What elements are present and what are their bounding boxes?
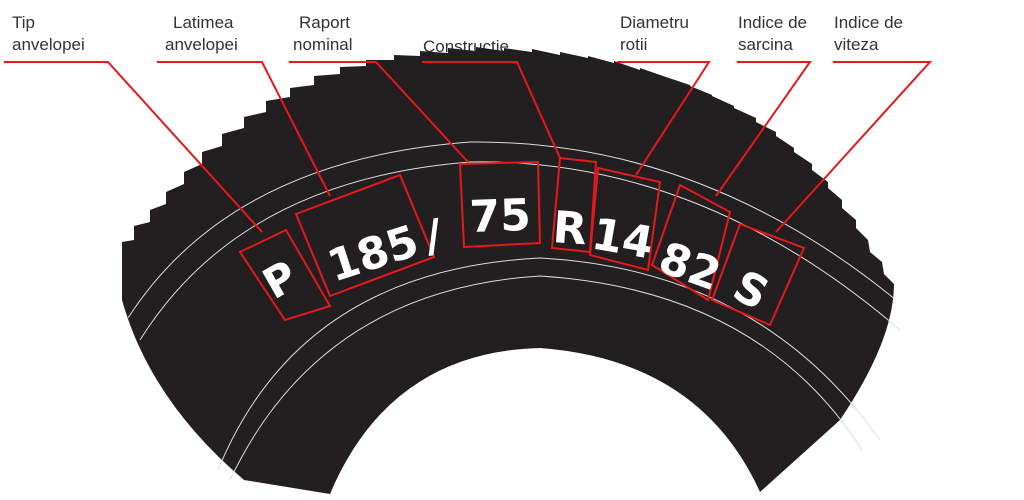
label-line: anvelopei (165, 35, 238, 54)
box-width (294, 173, 436, 298)
box-ratio (458, 160, 542, 249)
label-line: Indice de (738, 13, 807, 32)
label-raport-nominal: Raport nominal (293, 12, 353, 56)
label-line: Raport (299, 13, 351, 32)
label-line: rotii (620, 35, 648, 54)
tire-body (122, 47, 894, 494)
box-load (650, 183, 732, 302)
code-construction: R (551, 202, 588, 255)
label-indice-de-sarcina: Indice de sarcina (738, 12, 807, 56)
label-line: sarcina (738, 35, 793, 54)
leader-raport (289, 61, 469, 163)
box-speed (710, 222, 806, 327)
leader-tip (4, 61, 263, 233)
tire-groove-line (139, 161, 901, 341)
tire-groove-line (127, 141, 897, 319)
label-line: anvelopei (12, 35, 85, 54)
tire-groove-line (217, 257, 881, 471)
label-line: nominal (293, 35, 353, 54)
box-diameter (588, 166, 662, 272)
label-diametru-rotii: Diametru rotii (620, 12, 689, 56)
leader-latime (157, 61, 331, 197)
label-latimea-anvelopei: Latimea anvelopei (165, 12, 238, 56)
box-type (238, 228, 332, 322)
label-line: Diametru (620, 13, 689, 32)
tire-groove-line (229, 275, 863, 481)
label-indice-de-viteza: Indice de viteza (834, 12, 903, 56)
leader-constructie (422, 61, 561, 159)
label-line: Tip (12, 13, 35, 32)
leader-sarcina (715, 61, 812, 197)
label-line: Indice de (834, 13, 903, 32)
leader-lines (4, 61, 933, 233)
leader-diametru (617, 61, 711, 176)
label-line: Latimea (173, 13, 234, 32)
leader-viteza (775, 61, 933, 233)
label-line: viteza (834, 35, 879, 54)
code-ratio: 75 (469, 190, 532, 243)
code-diameter: 14 (588, 209, 657, 270)
label-tip-anvelopei: Tip anvelopei (12, 12, 85, 56)
